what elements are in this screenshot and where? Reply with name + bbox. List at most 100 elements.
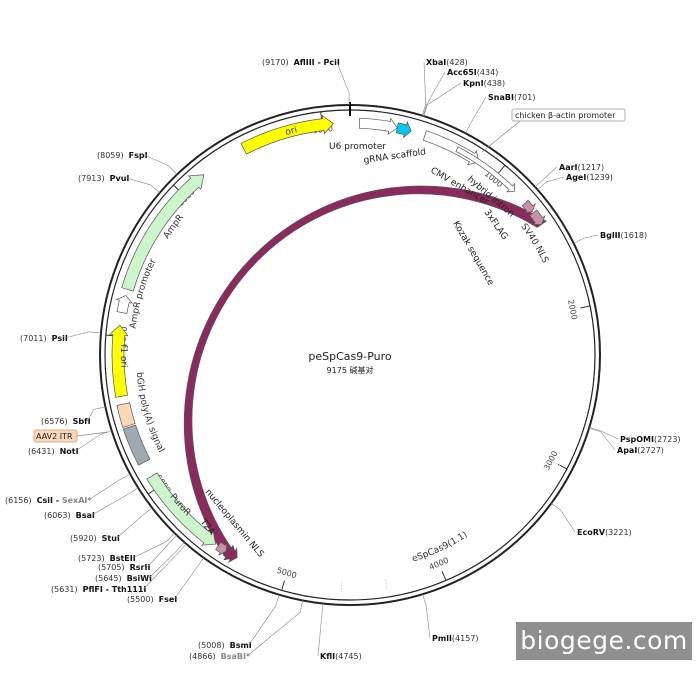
site-label: (5645) BsiWI: [95, 574, 152, 583]
site-ecorv: EcoRV(3221): [551, 503, 632, 537]
site-position: (8059): [97, 151, 124, 160]
feature-label-sv40: SV40 NLS: [519, 222, 550, 265]
feature-t2a: [215, 541, 228, 556]
site-position: (5705): [98, 563, 125, 572]
leader-line: [481, 120, 521, 153]
site-position: (1618): [621, 231, 648, 240]
site-leader-line: [537, 176, 565, 190]
site-name: NotI: [60, 447, 79, 456]
site-label: AarI(1217): [559, 163, 604, 172]
site-name: BsaBI*: [221, 652, 251, 661]
site-name: SbfI: [73, 417, 91, 426]
feature-u6-promoter: [358, 117, 398, 136]
site-position: (7913): [78, 174, 105, 183]
site-name: PmlI: [432, 634, 452, 643]
site-bsteii: (5723) BstEII: [78, 532, 175, 563]
site-position: (5723): [78, 554, 105, 563]
site-position: (6431): [28, 447, 55, 456]
site-label: BglII(1618): [600, 231, 647, 240]
site-name: PvuI: [110, 174, 130, 183]
site-separator: -: [53, 496, 62, 505]
plasmid-size: 9175 碱基对: [326, 366, 374, 375]
site-label: (5500)FseI: [127, 595, 177, 604]
site-position: (434): [477, 68, 499, 77]
site-label: (6576)SbfI: [41, 417, 91, 426]
site-label: (5631)PflFI - Tth111I: [51, 585, 146, 594]
site-name: KflI: [320, 652, 335, 661]
site-position: (5008): [198, 641, 225, 650]
site-position: (7011): [20, 334, 47, 343]
tick-mark: [580, 305, 591, 309]
site-psii: (7011)PsiI: [20, 331, 102, 343]
site-leader-line: [148, 542, 185, 579]
site-label: (9170)AflIII - PciI: [262, 58, 340, 67]
site-label: (5723) BstEII: [78, 554, 136, 563]
site-leader-line: [132, 532, 175, 559]
site-label: (6431) NotI: [28, 447, 79, 456]
site-label: (5920)StuI: [70, 534, 120, 543]
site-acc65i: Acc65I(434): [422, 68, 499, 117]
site-noti: (6431) NotI: [28, 430, 112, 456]
site-pvui: (7913) PvuI: [78, 174, 160, 193]
feature-nucleoplasmin-nls: [223, 546, 238, 563]
site-sbfi: (6576)SbfI: [41, 406, 106, 426]
site-name: AgeI: [566, 173, 586, 182]
feature-grna-scaffold: [395, 120, 412, 139]
site-label: XbaI(428): [426, 58, 468, 67]
site-name: FspI: [129, 151, 148, 160]
site-name: CsiI: [37, 496, 53, 505]
site-name: BsiWI: [127, 574, 152, 583]
feature-label-text: SV40 NLS: [519, 222, 550, 265]
site-name: BstEII: [110, 554, 136, 563]
site-label: KflI(4745): [320, 652, 362, 661]
site-leader-line: [147, 535, 178, 568]
site-position: (701): [514, 93, 536, 102]
site-position: (2723): [654, 435, 681, 444]
tick-label: 2000: [566, 299, 579, 321]
site-name: AflIII - PciI: [294, 58, 340, 67]
site-leader-line: [87, 406, 106, 422]
site-label: SnaBI(701): [488, 93, 535, 102]
feature-f1-ori: [109, 324, 129, 398]
site-name: RsrII: [130, 563, 151, 572]
site-kfli: KflI(4745): [317, 603, 362, 661]
site-name: EcoRV: [577, 528, 606, 537]
site-leader-line: [551, 503, 576, 533]
feature-3xflag: [521, 199, 537, 214]
feature-label-kozak: Kozak sequence: [450, 220, 495, 288]
site-leader-line: [589, 427, 619, 440]
site-bsiwi: (5645) BsiWI: [95, 542, 185, 583]
site-apai: ApaI(2727): [589, 427, 664, 455]
feature-label-ori: ori: [284, 125, 298, 138]
site-leader-line: [589, 427, 616, 451]
site-name: KpnI: [463, 79, 484, 88]
site-leader-line: [422, 71, 446, 117]
site-agei: AgeI(1239): [537, 173, 613, 190]
site-bglii: BglII(1618): [573, 231, 647, 244]
site-position: (1217): [578, 163, 605, 172]
site-leader-line: [143, 543, 187, 590]
site-pflfi: (5631)PflFI - Tth111I: [51, 543, 187, 594]
site-name: XbaI: [426, 58, 446, 67]
site-name: StuI: [102, 534, 120, 543]
site-leader-line: [573, 234, 599, 244]
site-leader-line: [88, 473, 131, 501]
site-position: (4866): [189, 652, 216, 661]
watermark: biogege.com: [516, 622, 692, 660]
site-position: (428): [446, 58, 468, 67]
site-position: (5645): [95, 574, 122, 583]
site-name: AarI: [559, 163, 578, 172]
site-label: (5008)BsmI: [198, 641, 252, 650]
site-name: SnaBI: [488, 93, 514, 102]
feature-label-text: ori: [284, 125, 298, 138]
site-leader-line: [75, 430, 112, 452]
site-bsabi: (4866) BsaBI*: [189, 600, 303, 661]
site-label: PspOMI(2723): [620, 435, 681, 444]
site-leader-line: [174, 557, 204, 600]
site-label: (6063)BsaI: [44, 511, 95, 520]
tick-mark: [498, 164, 506, 174]
site-label: (7913) PvuI: [78, 174, 129, 183]
site-leader-line: [422, 594, 431, 639]
site-leader-line: [116, 507, 153, 539]
tick-mark: [281, 580, 285, 591]
